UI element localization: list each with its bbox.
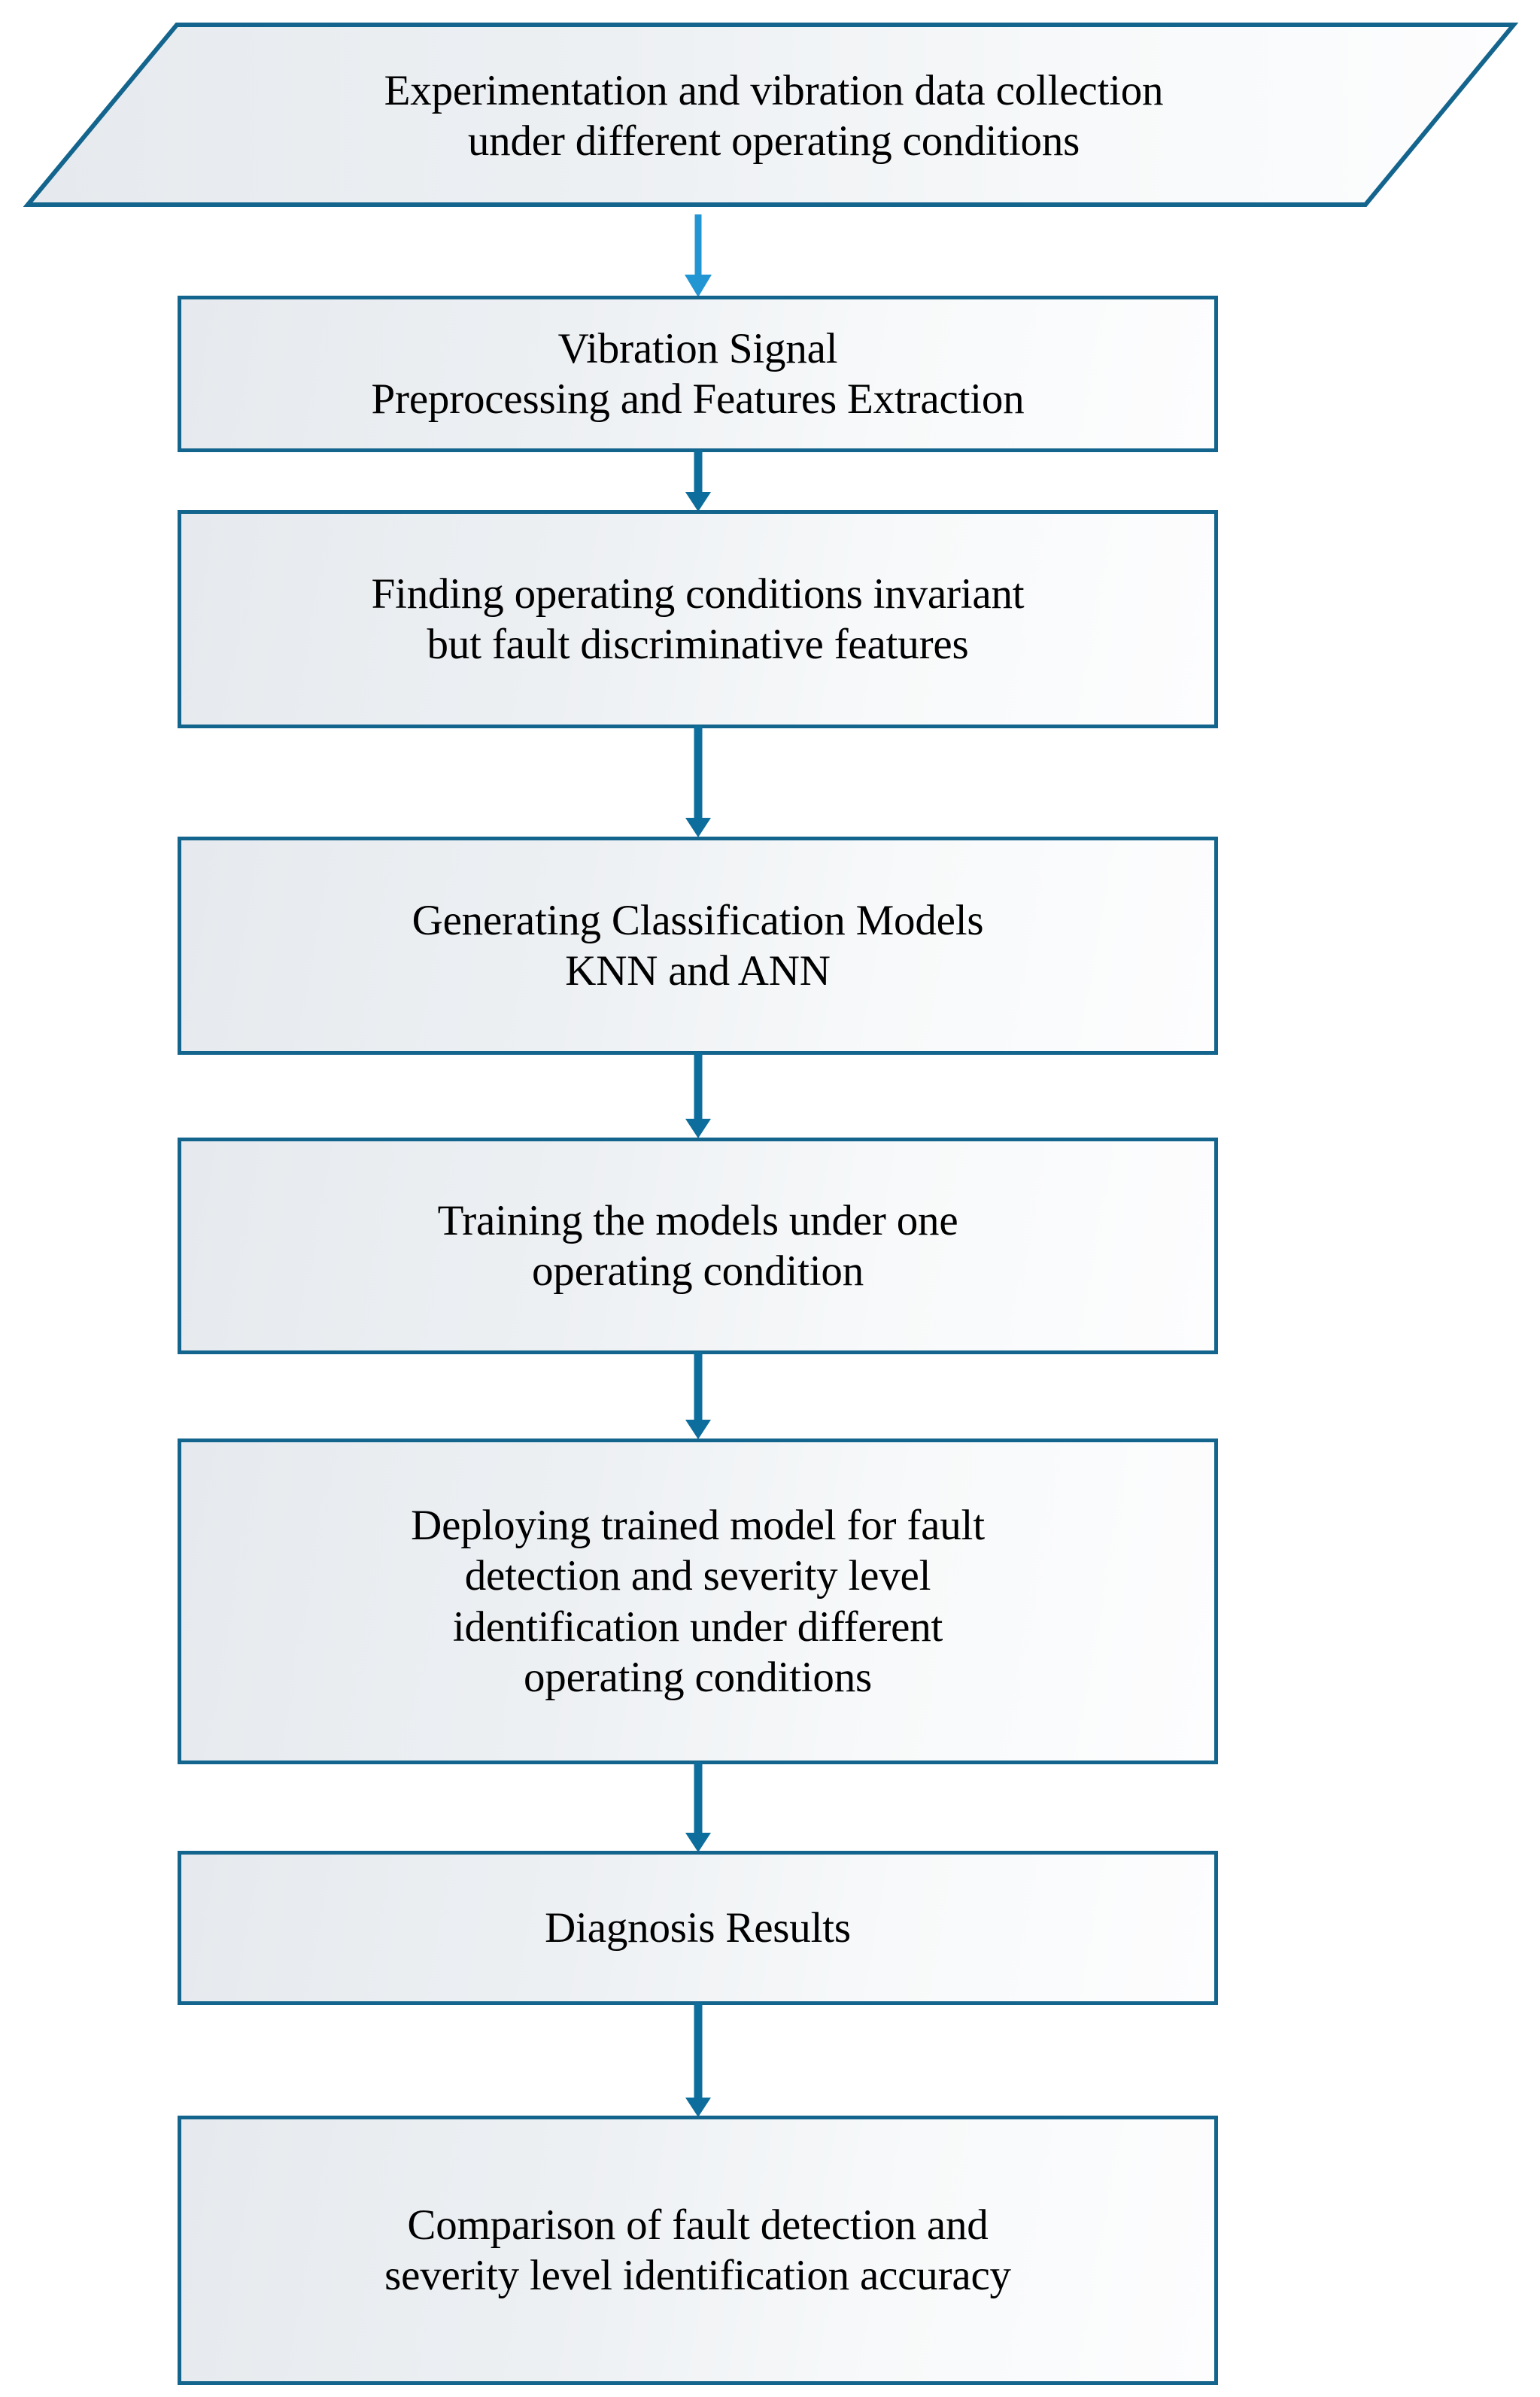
node-preprocessing[interactable]: Vibration Signal Preprocessing and Featu… bbox=[178, 296, 1218, 452]
node-diagnosis-results[interactable]: Diagnosis Results bbox=[178, 1851, 1218, 2005]
connector-model-training-to-model-deployment bbox=[678, 1352, 718, 1441]
parallelogram-shape bbox=[23, 23, 1519, 207]
node-label-feature-selection: Finding operating conditions invariant b… bbox=[371, 570, 1025, 668]
connector-diagnosis-results-to-accuracy-comparison bbox=[678, 2003, 718, 2119]
node-model-deployment[interactable]: Deploying trained model for fault detect… bbox=[178, 1439, 1218, 1764]
node-label-preprocessing: Vibration Signal Preprocessing and Featu… bbox=[371, 324, 1025, 423]
connector-preprocessing-to-feature-selection bbox=[678, 450, 718, 513]
node-label-experimentation: Experimentation and vibration data colle… bbox=[384, 66, 1164, 165]
connector-feature-selection-to-model-generation bbox=[678, 726, 718, 839]
node-label-model-generation: Generating Classification Models KNN and… bbox=[412, 896, 984, 995]
node-accuracy-comparison[interactable]: Comparison of fault detection and severi… bbox=[178, 2116, 1218, 2385]
node-label-model-deployment: Deploying trained model for fault detect… bbox=[411, 1502, 985, 1701]
node-model-generation[interactable]: Generating Classification Models KNN and… bbox=[178, 837, 1218, 1055]
node-model-training[interactable]: Training the models under one operating … bbox=[178, 1138, 1218, 1354]
connector-model-deployment-to-diagnosis-results bbox=[678, 1762, 718, 1854]
node-feature-selection[interactable]: Finding operating conditions invariant b… bbox=[178, 510, 1218, 728]
node-label-diagnosis-results: Diagnosis Results bbox=[545, 1903, 851, 1952]
node-label-model-training: Training the models under one operating … bbox=[437, 1196, 958, 1295]
node-label-accuracy-comparison: Comparison of fault detection and severi… bbox=[384, 2201, 1011, 2299]
connector-experimentation-to-preprocessing bbox=[678, 214, 718, 299]
node-experimentation[interactable]: Experimentation and vibration data colle… bbox=[0, 15, 1540, 217]
connector-model-generation-to-model-training bbox=[678, 1053, 718, 1140]
